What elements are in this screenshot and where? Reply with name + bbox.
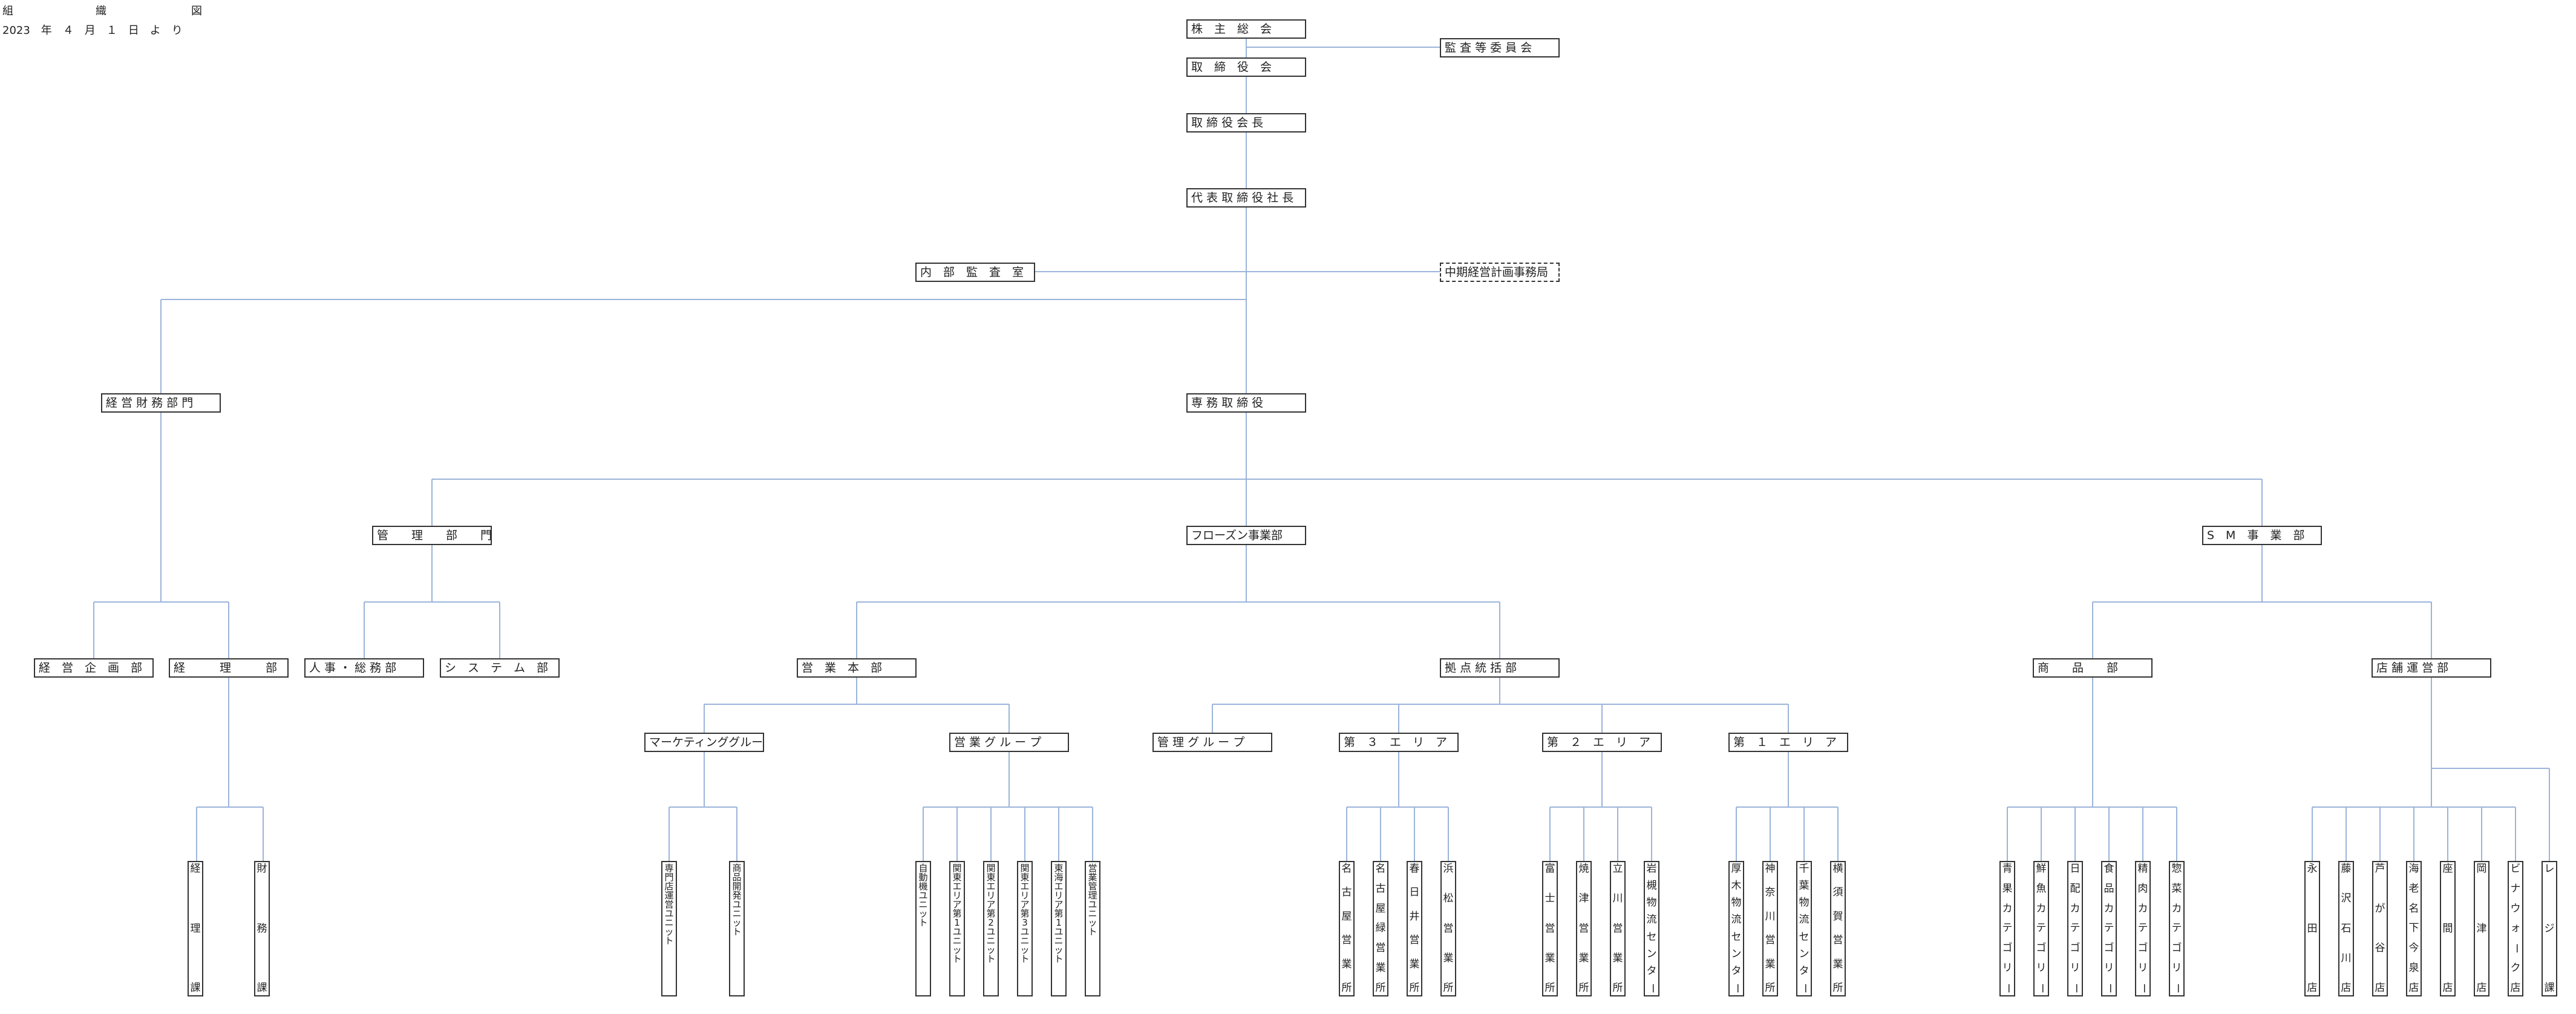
- leaf-tachikawa-office: 立川営業所: [1610, 861, 1626, 996]
- leaf-register-section: レジ課: [2542, 861, 2557, 996]
- leaf-chiba-logistics: 千葉物流センター: [1796, 861, 1812, 996]
- leaf-specialty-store-unit: 専門店運営ユニット: [661, 861, 677, 996]
- leaf-daily-category: 日配カテゴリー: [2067, 861, 2083, 996]
- node-area-2: 第 ２ エ リ ア: [1542, 733, 1662, 752]
- node-internal-audit: 内 部 監 査 室: [915, 263, 1035, 282]
- node-sales-group: 営 業 グ ル ー プ: [949, 733, 1069, 752]
- node-planning-dept: 経 営 企 画 部: [34, 658, 154, 678]
- leaf-kanagawa-office: 神奈川営業所: [1762, 861, 1778, 996]
- leaf-yokosuka-office: 横須賀営業所: [1830, 861, 1846, 996]
- node-base-management-dept: 拠 点 統 括 部: [1440, 658, 1560, 678]
- node-finance-division: 経 営 財 務 部 門: [101, 393, 221, 413]
- doc-title-right: 織: [96, 5, 106, 18]
- leaf-iwatsuki-logistics: 岩槻物流センター: [1644, 861, 1659, 996]
- leaf-nagata-store: 永田店: [2304, 861, 2320, 996]
- leaf-finance-section: 財務課: [254, 861, 270, 996]
- node-area-3: 第 ３ エ リ ア: [1339, 733, 1459, 752]
- doc-title-left: 組: [2, 5, 13, 18]
- leaf-hamamatsu-office: 浜松営業所: [1440, 861, 1456, 996]
- node-president: 代 表 取 締 役 社 長: [1186, 188, 1306, 208]
- leaf-grocery-category: 食品カテゴリー: [2101, 861, 2117, 996]
- leaf-nagoya-office: 名古屋営業所: [1339, 861, 1355, 996]
- node-store-ops-dept: 店 舗 運 営 部: [2372, 658, 2491, 678]
- node-marketing-group: マーケティンググループ: [644, 733, 764, 752]
- leaf-produce-category: 青果カテゴリー: [1999, 861, 2015, 996]
- node-hr-general-dept: 人 事 ・ 総 務 部: [304, 658, 424, 678]
- leaf-vinawalk-store: ビナウォーク店: [2508, 861, 2523, 996]
- node-merchandise-dept: 商 品 部: [2033, 658, 2153, 678]
- leaf-product-dev-unit: 商品開発ユニット: [729, 861, 745, 996]
- leaf-fujisawa-ishikawa-store: 藤沢石川店: [2338, 861, 2354, 996]
- leaf-fish-category: 鮮魚カテゴリー: [2033, 861, 2049, 996]
- node-board-of-directors: 取 締 役 会: [1186, 57, 1306, 77]
- doc-title-end: 図: [191, 5, 202, 18]
- leaf-sales-mgmt-unit: 営業管理ユニット: [1085, 861, 1100, 996]
- node-chairman: 取 締 役 会 長: [1186, 113, 1306, 132]
- leaf-atsugi-logistics: 厚木物流センター: [1728, 861, 1744, 996]
- node-midterm-plan-office: 中期経営計画事務局: [1440, 263, 1560, 282]
- leaf-kasugai-office: 春日井営業所: [1407, 861, 1422, 996]
- leaf-meat-category: 精肉カテゴリー: [2135, 861, 2151, 996]
- node-sm-division: S M 事 業 部: [2202, 526, 2322, 545]
- effective-date: 2023 年 ４ 月 １ 日 よ り: [2, 24, 183, 37]
- leaf-ashigaya-store: 芦が谷店: [2372, 861, 2388, 996]
- node-frozen-division: フローズン事業部: [1186, 526, 1306, 545]
- node-managing-director: 専 務 取 締 役: [1186, 393, 1306, 413]
- node-management-group: 管 理 グ ル ー プ: [1152, 733, 1272, 752]
- node-shareholders-meeting: 株 主 総 会: [1186, 19, 1306, 39]
- leaf-fuji-office: 富士営業所: [1542, 861, 1558, 996]
- node-systems-dept: シ ス テ ム 部: [440, 658, 560, 678]
- node-accounting-dept: 経 理 部: [169, 658, 289, 678]
- node-area-1: 第 １ エ リ ア: [1728, 733, 1848, 752]
- leaf-okatsu-store: 岡津店: [2474, 861, 2489, 996]
- leaf-yaizu-office: 焼津営業所: [1576, 861, 1592, 996]
- leaf-deli-category: 惣菜カテゴリー: [2169, 861, 2185, 996]
- node-admin-division: 管 理 部 門: [372, 526, 492, 545]
- leaf-ebina-store: 海老名下今泉店: [2406, 861, 2422, 996]
- leaf-zama-store: 座間店: [2440, 861, 2456, 996]
- leaf-accounting-section: 経理課: [188, 861, 203, 996]
- leaf-vending-unit: 自動機ユニット: [915, 861, 931, 996]
- node-audit-committee: 監 査 等 委 員 会: [1440, 38, 1560, 57]
- leaf-nagoya-midori-office: 名古屋緑営業所: [1373, 861, 1388, 996]
- node-sales-hq: 営 業 本 部: [797, 658, 917, 678]
